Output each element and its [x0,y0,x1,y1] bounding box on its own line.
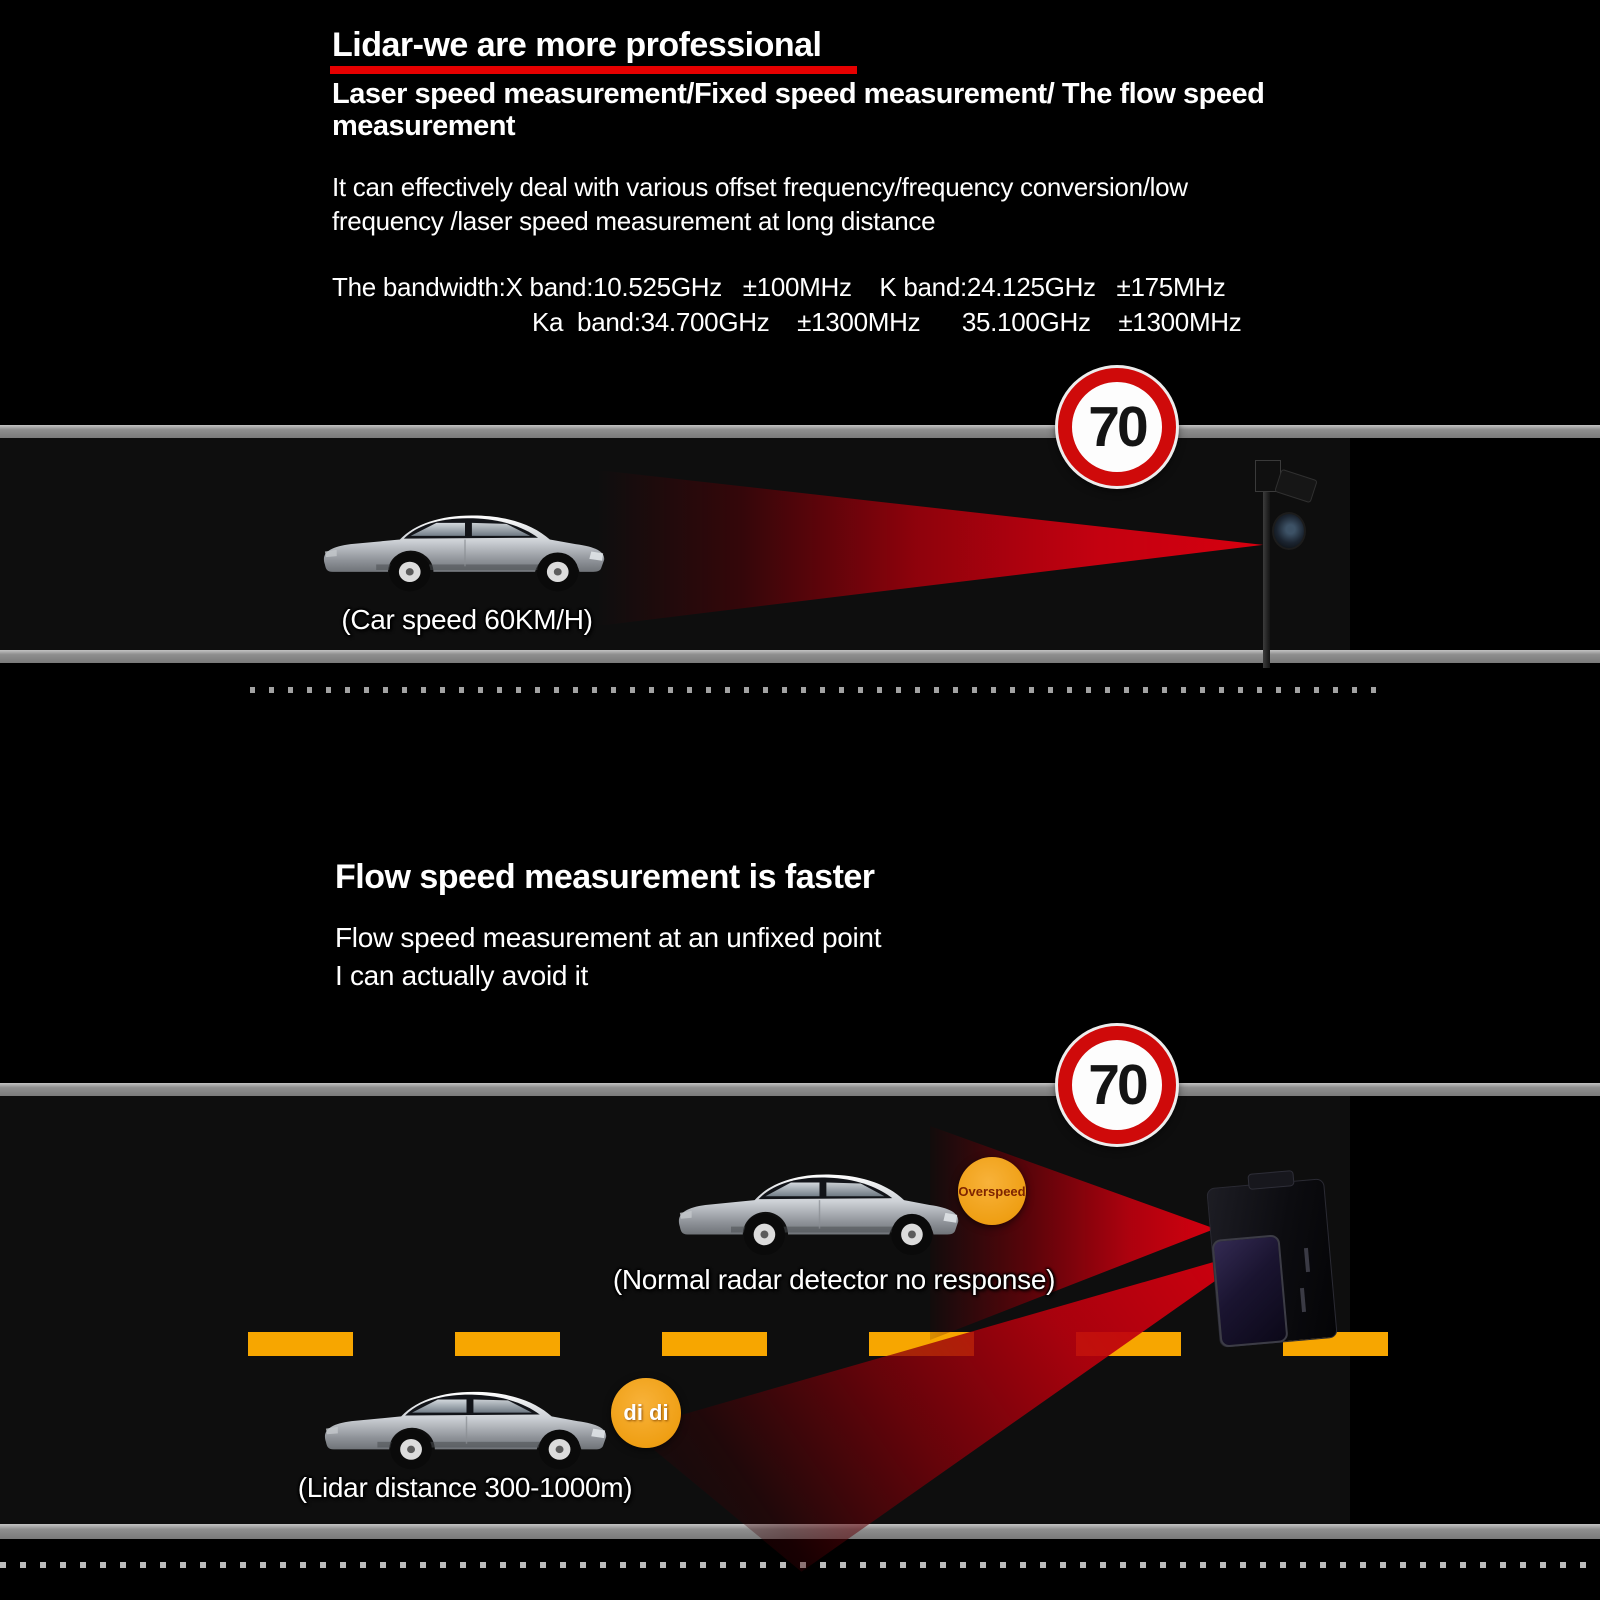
overspeed-label: Overspeed [958,1183,1026,1199]
body-line-1: It can effectively deal with various off… [332,172,1188,202]
page-title: Lidar-we are more professional [332,26,822,64]
body-line-2: frequency /laser speed measurement at lo… [332,206,936,236]
didi-label: di di [623,1400,669,1425]
camera-pole [1263,470,1270,668]
car-image [317,498,613,594]
lidar-distance-caption: (Lidar distance 300-1000m) [297,1472,633,1503]
speed-limit-value: 70 [1088,395,1148,459]
speed-limit-value: 70 [1088,1053,1148,1117]
dotted-divider [250,687,1385,693]
lane-dash [248,1332,353,1356]
subtitle-line-2: measurement [332,110,516,142]
section-2-title: Flow speed measurement is faster [335,858,875,896]
speed-limit-sign: 70 [1058,368,1176,486]
overspeed-badge: Overspeed [958,1157,1026,1225]
lane-dash [455,1332,560,1356]
no-response-caption: (Normal radar detector no response) [612,1264,1056,1295]
didi-alert-badge: di di [611,1378,681,1448]
section-2-line-2: I can actually avoid it [335,960,589,991]
camera-lens-icon [1272,512,1306,550]
car-image [672,1156,967,1258]
car-speed-caption: (Car speed 60KM/H) [341,604,593,635]
subtitle-line-1: Laser speed measurement/Fixed speed meas… [332,78,1265,110]
device-screen [1211,1234,1289,1348]
bandwidth-line-1: The bandwidth:X band:10.525GHz ±100MHz K… [332,272,1226,302]
bandwidth-line-2: Ka band:34.700GHz ±1300MHz 35.100GHz ±13… [532,307,1242,337]
lane-dash [662,1332,767,1356]
car-image [318,1374,615,1472]
section-2-line-1: Flow speed measurement at an unfixed poi… [335,922,882,953]
speed-limit-sign: 70 [1058,1026,1176,1144]
title-underline [330,66,857,74]
road-edge-bar [0,1083,1600,1096]
road-edge-bar [0,650,1600,663]
road-edge-bar [0,425,1600,438]
